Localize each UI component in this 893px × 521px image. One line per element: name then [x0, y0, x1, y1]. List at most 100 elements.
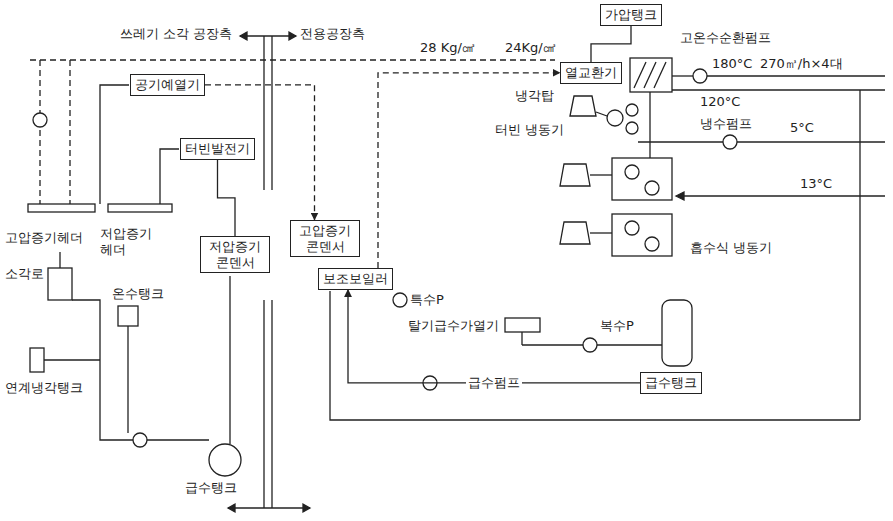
pipe-line: [100, 85, 129, 204]
pump-symbol: [625, 221, 639, 235]
pipe-line: [228, 507, 310, 508]
equipment-label: 28 Kg/㎠: [420, 40, 475, 56]
pipe-line: [127, 326, 128, 433]
equipment-box: 터빈발전기: [180, 138, 255, 160]
pipe-line: [707, 75, 885, 76]
pipe-line: [634, 62, 646, 88]
equipment-symbol: [630, 58, 672, 92]
pump-symbol: [645, 181, 659, 195]
pipe-line: [330, 291, 860, 420]
equipment-box: 보조보일러: [318, 268, 393, 290]
pump-symbol: [133, 433, 147, 447]
equipment-symbol: [505, 318, 540, 332]
equipment-name: 열교환기: [565, 65, 617, 81]
equipment-label: 5°C: [790, 120, 814, 136]
equipment-label: 저압증기 헤더: [100, 226, 156, 257]
pipe-line: [597, 344, 662, 345]
equipment-label: 터빈 냉동기: [495, 122, 564, 138]
pipe-line: [644, 62, 656, 88]
equipment-label: 냉수펌프: [700, 116, 752, 132]
pump-symbol: [626, 122, 638, 134]
edge-label: 급수펌프: [466, 375, 522, 391]
equipment-name: 급수탱크: [645, 375, 697, 391]
tower-symbol: [289, 32, 296, 40]
tower-symbol: [676, 192, 684, 200]
equipment-label: 특수P: [410, 292, 444, 308]
pump-symbol: [693, 69, 707, 83]
equipment-symbol: [662, 300, 692, 366]
equipment-symbol: [612, 158, 672, 200]
pipe-line: [30, 59, 555, 60]
equipment-symbol: [118, 306, 138, 326]
pump-symbol: [645, 237, 659, 251]
pipe-line: [59, 252, 60, 268]
equipment-label: 흡수식 냉동기: [690, 240, 772, 256]
equipment-symbol: [612, 214, 672, 256]
tower-symbol: [228, 504, 235, 512]
pipe-line: [39, 60, 40, 204]
equipment-name: 보조보일러: [323, 271, 388, 287]
pipe-line: [737, 141, 885, 142]
pipe-connector: [591, 26, 631, 62]
equipment-label: 탈기급수가열기: [408, 318, 499, 334]
pipe-line: [160, 149, 179, 204]
tower-symbol: [570, 96, 596, 116]
tower-symbol: [560, 222, 590, 244]
pump-symbol: [626, 104, 638, 116]
equipment-label: 연계냉각탱크: [5, 380, 83, 396]
equipment-name: 고압증기 콘덴서: [295, 223, 355, 254]
equipment-label: 쓰레기 소각 공장측: [120, 26, 232, 42]
pipe-line: [672, 89, 885, 90]
equipment-box: 가압탱크: [600, 4, 662, 26]
pipe-line: [678, 195, 885, 196]
equipment-name: 가압탱크: [605, 7, 657, 23]
equipment-label: 270㎥/h×4대: [760, 56, 843, 72]
pipe-line: [672, 75, 693, 76]
pipe-line: [69, 60, 70, 204]
pipe-line: [263, 36, 264, 190]
equipment-box: 열교환기: [560, 62, 622, 84]
pipe-line: [271, 300, 272, 508]
equipment-label: 고압증기헤더: [5, 230, 83, 246]
pipe-line: [271, 36, 272, 190]
equipment-box: 급수탱크: [640, 372, 702, 394]
pipe-line: [521, 332, 522, 345]
pipe-line: [590, 174, 612, 175]
equipment-symbol: [30, 348, 44, 372]
pipe-line: [649, 92, 650, 158]
pipe-connector: [378, 73, 560, 268]
pipe-connector: [348, 290, 640, 383]
pipe-line: [240, 35, 296, 36]
equipment-box: 저압증기 콘덴서: [200, 236, 270, 273]
equipment-symbol: [108, 204, 172, 212]
pipe-line: [638, 141, 723, 142]
equipment-label: 13°C: [800, 176, 832, 192]
pump-symbol: [209, 444, 241, 476]
pump-symbol: [393, 293, 407, 307]
pipe-line: [590, 232, 612, 233]
pipe-connector: [218, 160, 236, 236]
equipment-label: 120°C: [700, 94, 740, 110]
tower-symbol: [240, 32, 247, 40]
equipment-symbol: [48, 268, 72, 300]
equipment-label: 온수탱크: [112, 286, 164, 302]
pump-symbol: [583, 338, 597, 352]
equipment-symbol: [28, 204, 95, 212]
tower-symbol: [303, 504, 310, 512]
pipe-line: [263, 300, 264, 508]
pipe-line: [522, 344, 583, 345]
equipment-name: 저압증기 콘덴서: [205, 239, 265, 270]
pump-symbol: [723, 135, 737, 149]
pipe-line: [654, 62, 666, 88]
pipe-line: [72, 300, 209, 440]
equipment-label: 소각로: [5, 266, 44, 282]
pipe-line: [859, 90, 860, 420]
pump-symbol: [625, 165, 639, 179]
equipment-label: 전용공장측: [300, 26, 365, 42]
equipment-label: 복수P: [600, 318, 634, 334]
equipment-label: 급수탱크: [185, 480, 237, 496]
pipe-line: [596, 112, 607, 116]
pump-symbol: [607, 110, 623, 126]
